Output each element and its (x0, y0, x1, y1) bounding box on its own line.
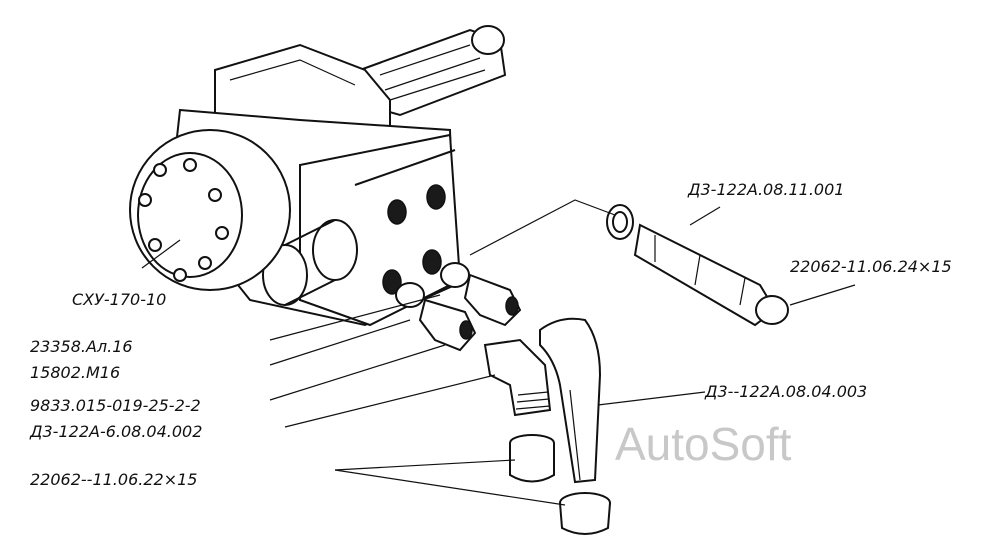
sleeve-lower (559, 492, 611, 535)
straight-pipe (633, 223, 789, 327)
elbow-fitting (483, 338, 552, 417)
elbow-pipe (539, 317, 602, 484)
pump-body (129, 25, 507, 327)
label-bolt: 23358.Ал.16 (30, 337, 133, 356)
label-straight-pipe: Д3-122А.08.11.001 (687, 180, 844, 199)
label-seal-ring: 9833.015-019-25-2-2 (30, 396, 201, 415)
label-elbow-pipe: Д3--122А.08.04.003 (704, 382, 867, 401)
seal-washer (606, 204, 634, 240)
label-elbow-fitting: Д3-122А-6.08.04.002 (29, 422, 202, 441)
label-pump-body: СХУ-170-10 (72, 290, 166, 309)
label-pipe-sleeve: 22062-11.06.24×15 (790, 257, 952, 276)
label-sleeve-pair: 22062--11.06.22×15 (30, 470, 197, 489)
leader-lines (141, 199, 856, 506)
sleeve-upper (509, 434, 555, 483)
nut-upper (440, 262, 522, 327)
label-nut: 15802.М16 (30, 363, 120, 382)
watermark-text: AutoSoft (615, 418, 792, 470)
